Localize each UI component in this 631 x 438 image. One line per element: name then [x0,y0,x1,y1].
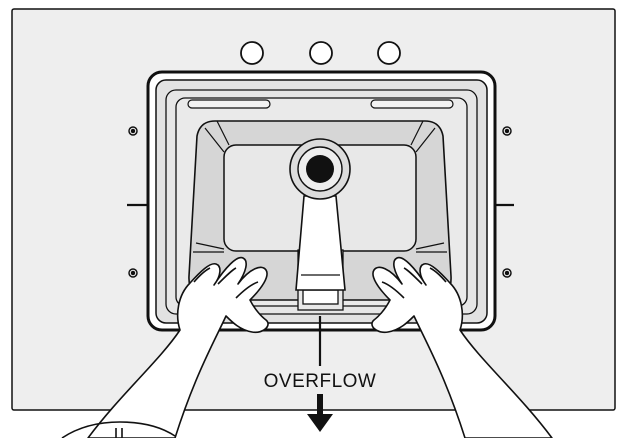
mounting-screw-icon [502,126,512,136]
faucet-hole-icon [377,41,401,65]
mounting-screw-icon [128,126,138,136]
sink-ridges [187,99,454,109]
hand-icon [371,256,553,438]
detail-circle [61,421,176,438]
overflow-label: OVERFLOW [264,371,377,392]
mounting-screws [128,126,512,278]
drain-channel [295,195,346,291]
faucet-holes [240,41,401,65]
faucet-hole-icon [309,41,333,65]
mounting-screw-icon [128,268,138,278]
mounting-screw-icon [502,268,512,278]
faucet-hole-icon [240,41,264,65]
arrow-down-icon [307,394,333,432]
drain-icon [289,138,351,200]
hand-icon [87,256,269,438]
